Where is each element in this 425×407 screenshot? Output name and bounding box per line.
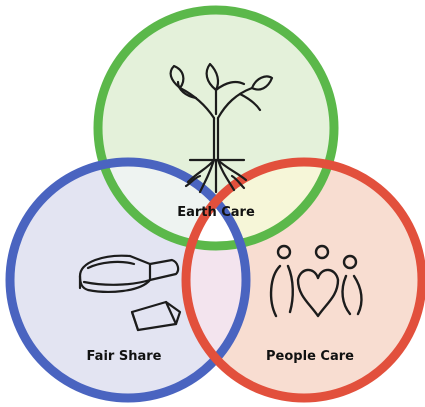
people-hearts-icon bbox=[269, 244, 363, 318]
fair-share-circle-outline bbox=[5, 157, 251, 403]
fair-share-label: Fair Share bbox=[87, 349, 162, 364]
overlap-earth-fair bbox=[98, 162, 246, 246]
pie-slice-icon bbox=[78, 254, 182, 332]
people-care-label: People Care bbox=[266, 349, 354, 364]
earth-care-label: Earth Care bbox=[177, 205, 255, 220]
earth-care-circle-outline bbox=[93, 5, 339, 251]
people-care-circle-outline bbox=[181, 157, 425, 403]
overlap-earth-people bbox=[186, 162, 334, 246]
tree-with-roots-icon bbox=[169, 62, 274, 194]
